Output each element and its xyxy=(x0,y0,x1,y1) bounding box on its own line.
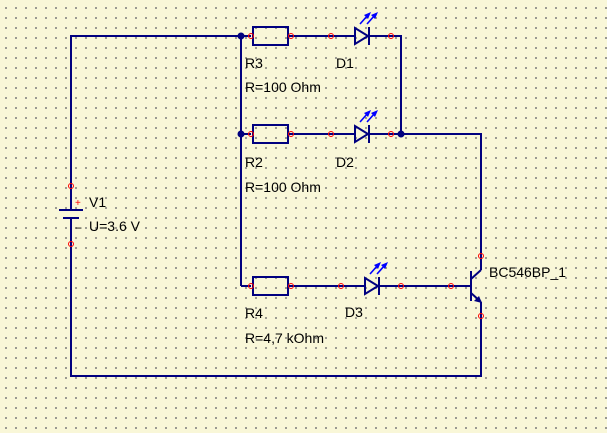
r3-name-label[interactable]: R3 xyxy=(245,55,263,71)
resistor-r3[interactable] xyxy=(248,26,294,46)
led-d1[interactable] xyxy=(328,12,394,46)
r2-value-label[interactable]: R=100 Ohm xyxy=(245,179,321,195)
led-d2[interactable] xyxy=(328,110,394,144)
wire-left-top[interactable] xyxy=(70,35,241,186)
transistor-q1[interactable] xyxy=(448,253,484,319)
r2-name-label[interactable]: R2 xyxy=(245,154,263,170)
d2-name-label[interactable]: D2 xyxy=(336,154,354,170)
junctions xyxy=(237,32,405,138)
q1-name-label[interactable]: BC546BP_1 xyxy=(489,264,566,280)
v1-name-label[interactable]: V1 xyxy=(89,194,106,210)
r3-value-label[interactable]: R=100 Ohm xyxy=(245,79,321,95)
battery-v1[interactable]: + − xyxy=(59,183,83,247)
wire-left-bottom[interactable] xyxy=(70,244,482,377)
wire-d1-out[interactable] xyxy=(381,35,402,134)
emitter-arrow-icon xyxy=(474,296,482,303)
led-d3[interactable] xyxy=(338,262,404,296)
v1-value-label[interactable]: U=3.6 V xyxy=(89,218,141,234)
wire-d2-out[interactable] xyxy=(381,133,482,256)
junction-node[interactable] xyxy=(237,130,245,138)
light-rays-icon xyxy=(369,262,388,275)
battery-plus-sign: + xyxy=(75,198,81,209)
r4-value-label[interactable]: R=4,7 kOhm xyxy=(245,330,324,346)
r4-name-label[interactable]: R4 xyxy=(245,305,263,321)
d3-name-label[interactable]: D3 xyxy=(345,304,363,320)
d1-name-label[interactable]: D1 xyxy=(336,55,354,71)
battery-minus-sign: − xyxy=(75,221,82,235)
resistor-r4[interactable] xyxy=(248,276,294,296)
junction-node[interactable] xyxy=(397,130,405,138)
light-rays-icon xyxy=(359,110,378,123)
junction-node[interactable] xyxy=(237,32,245,40)
resistor-r2[interactable] xyxy=(248,124,294,144)
light-rays-icon xyxy=(359,12,378,25)
